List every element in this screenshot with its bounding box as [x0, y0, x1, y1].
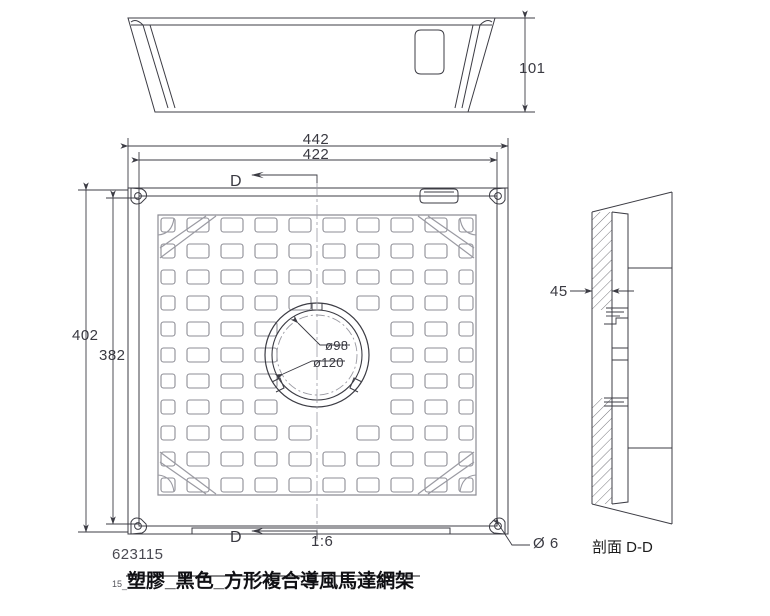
- corner-hole-callout: [492, 517, 530, 546]
- front-elevation-geometry: [127, 17, 496, 113]
- section-dd-internal-steps: [604, 307, 629, 407]
- dim-section-wall: 45: [550, 283, 568, 300]
- plan-outer-frame: [127, 187, 509, 535]
- elevation-height-dimension: [468, 10, 535, 113]
- dim-height-outer: 402: [72, 327, 99, 344]
- title-prefix: 15: [112, 579, 123, 589]
- drawing-title: 15 _ 塑膠_黑色_方形複合導風馬達網架: [112, 566, 414, 593]
- dim-width-inner: 422: [302, 146, 330, 163]
- scale-label: 1:6: [311, 533, 334, 550]
- section-mark-bottom: D: [230, 529, 242, 546]
- part-number: 623115: [112, 546, 164, 563]
- section-mark-top: D: [230, 173, 242, 190]
- hub-leader-lines: [274, 315, 350, 380]
- dim-corner-hole-diameter: Ø 6: [533, 535, 559, 552]
- grille-outer-boundary: [157, 214, 477, 496]
- dim-elevation-height: 101: [519, 60, 546, 77]
- grille-grid: [160, 217, 474, 493]
- plan-bottom-tab: [191, 527, 451, 535]
- dim-hub-outer-diameter: ø120: [313, 355, 344, 370]
- corner-brace-diagonals: [159, 215, 475, 495]
- section-dd-hatching: [592, 212, 612, 504]
- section-cut-marks: [251, 171, 318, 539]
- title-description: 塑膠_黑色_方形複合導風馬達網架: [127, 571, 415, 592]
- dim-width-outer: 442: [302, 131, 330, 148]
- plan-height-dimensions: [78, 182, 139, 533]
- title-separator: _: [122, 580, 128, 590]
- dim-hub-inner-diameter: ø98: [325, 338, 349, 353]
- plan-top-tab: [419, 188, 459, 204]
- corner-fillet-details: [157, 217, 477, 493]
- plan-width-dimensions: [120, 138, 509, 196]
- dim-height-inner: 382: [99, 347, 126, 364]
- section-view-title: 剖面 D-D: [592, 539, 653, 556]
